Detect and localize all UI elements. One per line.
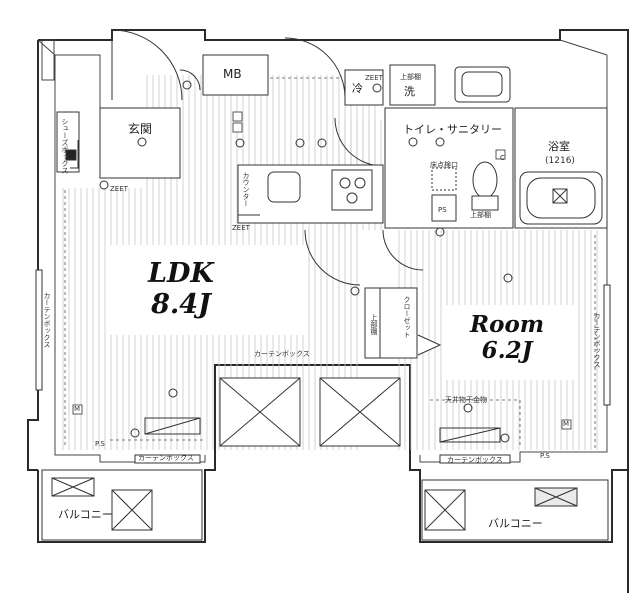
dashed-guides (64, 77, 596, 448)
washer-label: 洗 (404, 85, 415, 98)
shaft-left (219, 377, 301, 447)
balcony-right-label: バルコニー (488, 517, 543, 530)
curtain-box-right-label: カーテンボックス (593, 312, 601, 368)
room-name: Room (470, 311, 545, 338)
kitchen (237, 164, 384, 224)
bath-size-label: (1216) (545, 156, 575, 166)
light-fixtures (99, 80, 513, 443)
balcony-left-label: バルコニー (58, 508, 113, 521)
zeet-mark-3: ZEET (365, 74, 383, 82)
curtain-box-ldk-label: カーテンボックス (138, 454, 194, 462)
balcony-left-drawing (41, 469, 203, 541)
closet-shelf-label: 上部棚 (370, 314, 378, 335)
toilet-sanitary-label: トイレ・サニタリー (403, 123, 502, 136)
balcony-right-drawing (421, 479, 609, 541)
floor-inspection-label: 床点検口 (430, 161, 458, 169)
mb-box (202, 54, 269, 96)
ceiling-hardware-label: 天井物干金物 (445, 396, 487, 404)
zeet-mark-1: ZEET (110, 185, 128, 193)
fridge-label: 冷 (352, 82, 363, 95)
ps-left-label: P.S (95, 440, 105, 448)
ldk-label: LDK 8.4J (148, 258, 214, 320)
small-marks (72, 111, 572, 430)
closet (364, 287, 442, 359)
room-size: 6.2J (481, 337, 533, 365)
bath-area (514, 107, 608, 229)
entrance-label: 玄関 (128, 122, 153, 136)
shaft-right (319, 377, 401, 447)
ldk-size: 8.4J (151, 289, 211, 321)
curtain-box-center-label: カーテンボックス (254, 350, 310, 358)
bath-label: 浴室 (548, 140, 570, 153)
ldk-name: LDK (148, 258, 214, 289)
window-marks (35, 269, 611, 464)
sanitary-area (384, 66, 514, 229)
c-mark-label: C (500, 154, 505, 162)
ps-right-label: P.S (540, 452, 550, 460)
curtain-box-room-label: カーテンボックス (447, 456, 503, 464)
entrance-area (56, 107, 181, 179)
zeet-mark-2: ZEET (232, 224, 250, 232)
room-label: Room 6.2J (470, 311, 545, 365)
curtain-box-left-label: カーテンボックス (43, 292, 51, 348)
closet-label: クローゼット (403, 296, 411, 338)
m-mark-left: M (74, 405, 81, 413)
upper-cabinet-label: 上部棚 (470, 211, 491, 219)
ps-label-sanitary: PS (438, 206, 447, 214)
upper-shelf-label: 上部棚 (400, 73, 421, 81)
counter-label: カウンター (242, 172, 250, 207)
m-mark-right: M (563, 420, 570, 428)
fridge-washer (344, 64, 436, 106)
mb-label: MB (223, 67, 242, 81)
shoe-box-label: シューズボックス (61, 118, 69, 174)
